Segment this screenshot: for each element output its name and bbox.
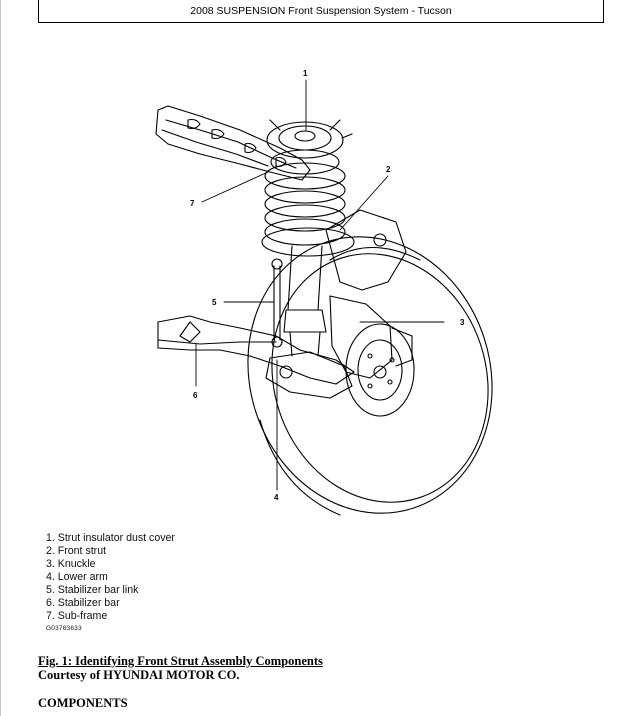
knuckle-drawing <box>325 209 415 417</box>
sub-frame-upper-drawing <box>155 105 311 181</box>
callout-4: 4 <box>274 493 279 502</box>
lower-arm-drawing <box>265 351 353 399</box>
page-header: 2008 SUSPENSION Front Suspension System … <box>38 0 604 23</box>
legend-item: 1. Strut insulator dust cover <box>46 532 175 544</box>
image-code: G03763633 <box>46 625 82 632</box>
leader-lines <box>195 79 445 491</box>
callout-2: 2 <box>386 165 391 174</box>
callout-7: 7 <box>190 199 195 208</box>
legend-item: 4. Lower arm <box>46 571 108 583</box>
callout-1: 1 <box>303 69 308 78</box>
sub-frame-lower-drawing <box>157 315 355 385</box>
figure-caption: Fig. 1: Identifying Front Strut Assembly… <box>38 654 323 668</box>
tire-drawing <box>247 236 493 516</box>
page-left-border <box>0 0 1 716</box>
callout-6: 6 <box>193 391 198 400</box>
callout-labels: 1 2 3 4 5 6 7 <box>190 69 465 502</box>
stabilizer-link-drawing <box>271 258 283 348</box>
header-title: 2008 SUSPENSION Front Suspension System … <box>190 5 452 17</box>
suspension-diagram: 1 2 3 4 5 6 7 <box>155 69 493 516</box>
legend-item: 6. Stabilizer bar <box>46 597 120 609</box>
callout-3: 3 <box>460 318 465 327</box>
legend-item: 7. Sub-frame <box>46 610 108 622</box>
strut-spring-drawing <box>261 119 355 357</box>
legend-item: 2. Front strut <box>46 545 107 557</box>
figure-legend: 1. Strut insulator dust cover 2. Front s… <box>46 532 175 634</box>
section-heading: COMPONENTS <box>38 696 128 710</box>
courtesy-line: Courtesy of HYUNDAI MOTOR CO. <box>38 668 240 682</box>
legend-item: 3. Knuckle <box>46 558 96 570</box>
callout-5: 5 <box>212 298 217 307</box>
legend-item: 5. Stabilizer bar link <box>46 584 139 596</box>
